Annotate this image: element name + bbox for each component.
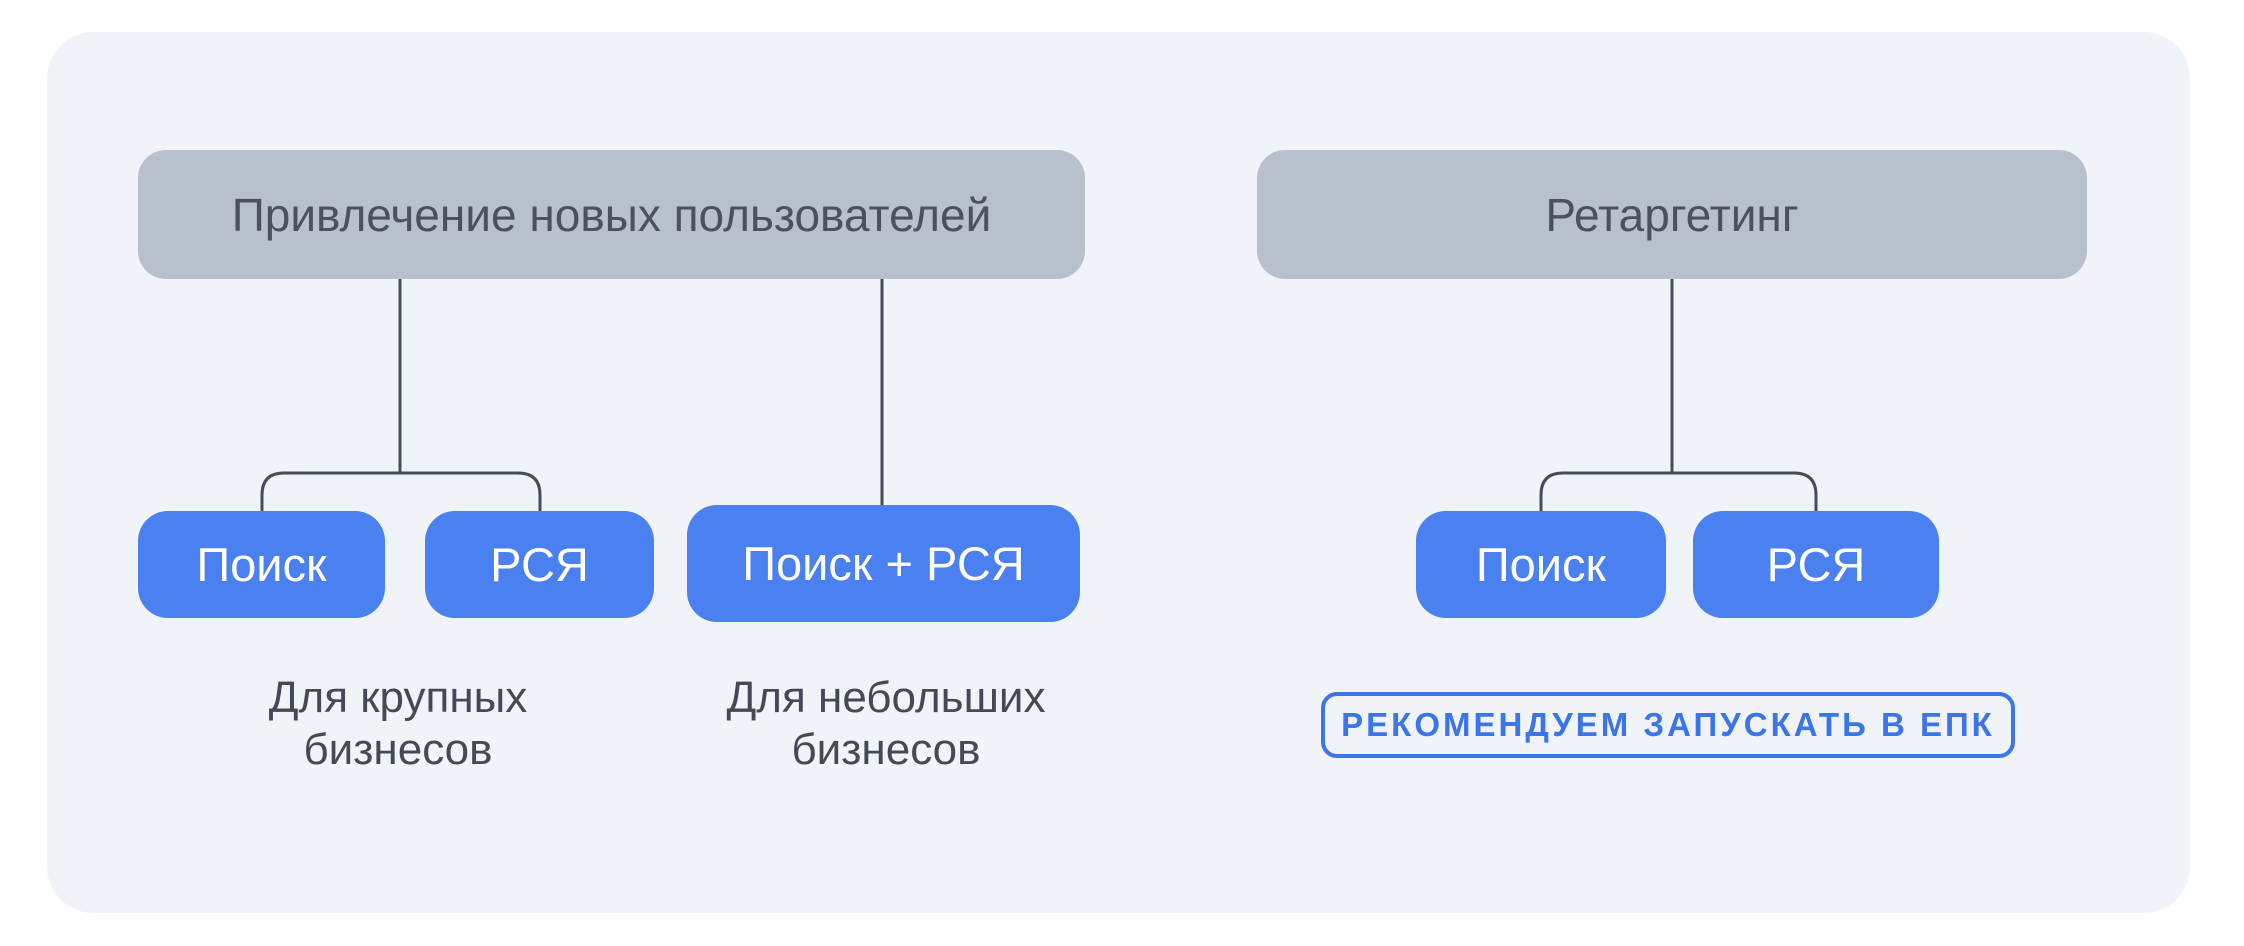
recommendation-badge: РЕКОМЕНДУЕМ ЗАПУСКАТЬ В ЕПК bbox=[1321, 692, 2015, 758]
node-acquisition-parent: Привлечение новых пользователей bbox=[138, 150, 1085, 279]
node-acquisition-rsya: РСЯ bbox=[425, 511, 654, 618]
connector-retargeting-staple bbox=[1539, 471, 1818, 513]
caption-large-businesses: Для крупных бизнесов bbox=[268, 673, 528, 774]
node-retargeting-rsya: РСЯ bbox=[1693, 511, 1939, 618]
caption-small-businesses: Для небольших бизнесов bbox=[726, 673, 1046, 774]
node-acquisition-search-plus-rsya: Поиск + РСЯ bbox=[687, 505, 1080, 622]
node-retargeting-search: Поиск bbox=[1416, 511, 1666, 618]
connector-acquisition-pair-staple bbox=[260, 471, 542, 513]
node-retargeting-parent: Ретаргетинг bbox=[1257, 150, 2087, 279]
node-acquisition-search: Поиск bbox=[138, 511, 385, 618]
